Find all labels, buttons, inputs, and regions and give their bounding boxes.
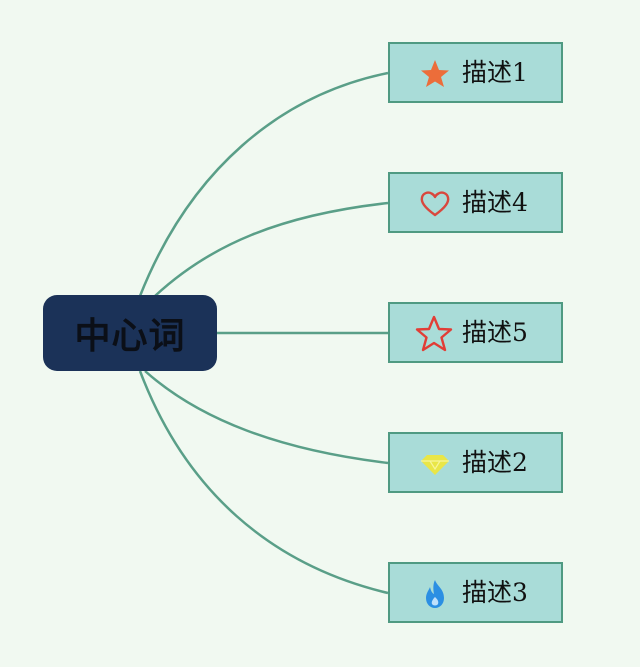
branch-label-5: 描述3 — [462, 578, 528, 607]
star-filled-icon — [421, 60, 449, 87]
connector-line-2 — [154, 201, 389, 297]
branch-node-1[interactable]: 描述1 — [388, 42, 563, 103]
branch-label-1: 描述1 — [462, 58, 528, 87]
connector-line-4 — [144, 370, 389, 465]
branch-label-2: 描述4 — [462, 188, 528, 217]
branch-label-4: 描述2 — [462, 448, 528, 477]
branch-node-5[interactable]: 描述3 — [388, 562, 563, 623]
star-outline-icon — [415, 315, 453, 352]
branch-node-2[interactable]: 描述4 — [388, 172, 563, 233]
connector-line-5 — [138, 370, 389, 595]
diamond-icon — [421, 455, 449, 475]
center-node-label: 中心词 — [74, 316, 186, 357]
branch-node-4[interactable]: 描述2 — [388, 432, 563, 493]
branch-node-3[interactable]: 描述5 — [388, 302, 563, 363]
connector-line-1 — [138, 71, 389, 297]
center-node[interactable]: 中心词 — [43, 295, 217, 371]
branch-label-3: 描述5 — [462, 318, 528, 347]
heart-outline-icon — [420, 191, 450, 217]
flame-icon — [426, 580, 444, 608]
